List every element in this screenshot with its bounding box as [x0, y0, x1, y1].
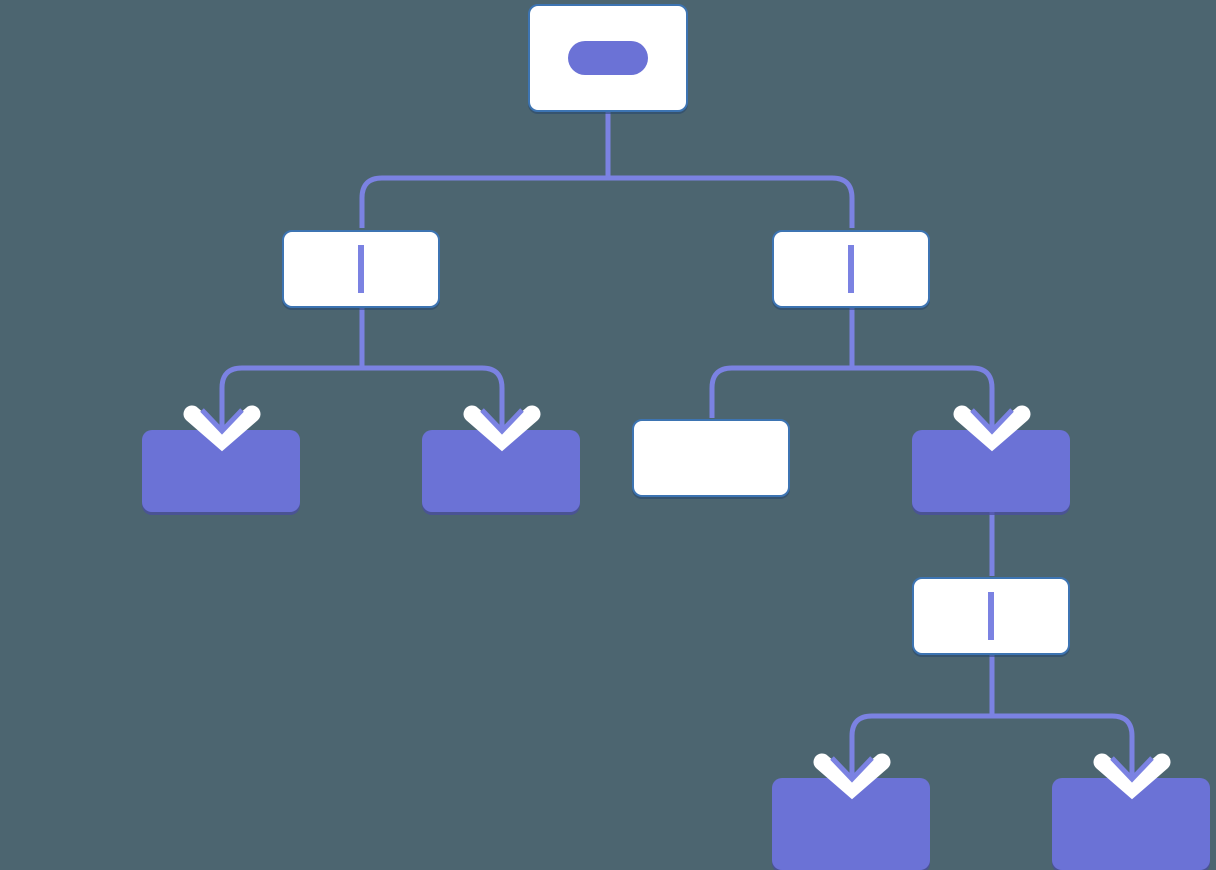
- leaf-node-2[interactable]: [422, 430, 580, 512]
- leaf-node-1[interactable]: [142, 430, 300, 512]
- leaf-node-3[interactable]: [632, 419, 790, 497]
- branch-node-left[interactable]: [282, 230, 440, 308]
- leaf-node-5[interactable]: [1052, 778, 1210, 870]
- node-chip: [568, 41, 648, 75]
- edge-through-node-segment: [358, 245, 364, 293]
- edge-through-node-segment: [848, 245, 854, 293]
- branch-node-deep-child[interactable]: [912, 577, 1070, 655]
- edge-through-node-segment: [988, 592, 994, 640]
- root-node[interactable]: [528, 4, 688, 112]
- branch-node-deep[interactable]: [912, 430, 1070, 512]
- leaf-node-4[interactable]: [772, 778, 930, 870]
